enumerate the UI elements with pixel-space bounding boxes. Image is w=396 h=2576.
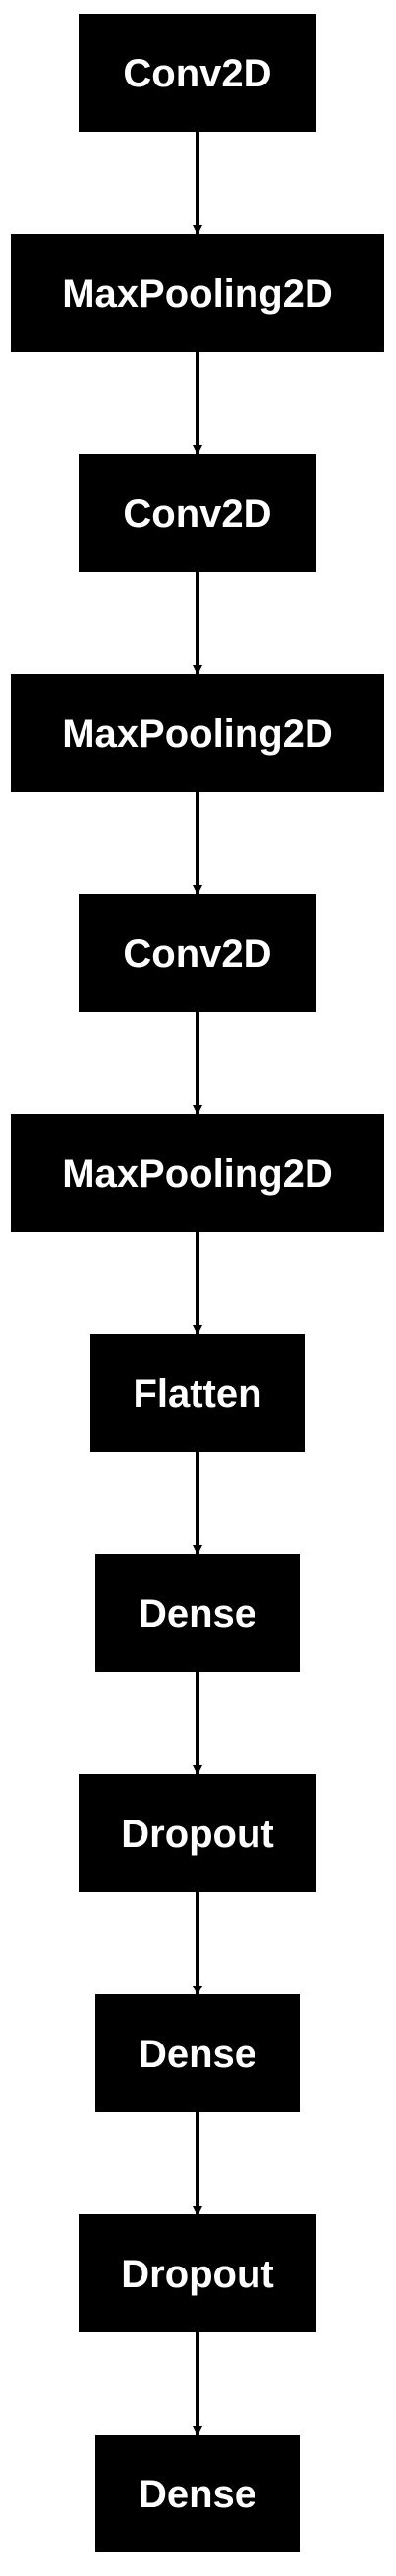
layer-box: [11, 234, 384, 352]
layer-node-conv2d-1: Conv2D: [79, 14, 316, 132]
layer-label: Conv2D: [123, 52, 271, 95]
layer-label: Flatten: [133, 1372, 261, 1416]
layer-box: [95, 2435, 300, 2552]
layer-label: MaxPooling2D: [62, 1152, 333, 1196]
layer-box: [11, 1114, 384, 1232]
layer-box: [79, 14, 316, 132]
layer-box: [11, 674, 384, 792]
layer-label: Conv2D: [123, 492, 271, 535]
nodes-group: Conv2D MaxPooling2D Conv2D MaxPooling2D Conv…: [11, 14, 384, 2552]
layer-box: [79, 454, 316, 572]
layer-node-conv2d-5: Conv2D: [79, 894, 316, 1012]
layer-box: [95, 1994, 300, 2112]
layer-label: MaxPooling2D: [62, 712, 333, 756]
layer-box: [79, 894, 316, 1012]
layer-label: Dense: [139, 2033, 256, 2076]
layer-node-dense-8: Dense: [95, 1554, 300, 1672]
layer-node-dropout-9: Dropout: [79, 1774, 316, 1892]
layer-node-maxpooling2d-2: MaxPooling2D: [11, 234, 384, 352]
layer-label: Conv2D: [123, 932, 271, 976]
layer-label: Dense: [139, 2473, 256, 2516]
layer-node-maxpooling2d-6: MaxPooling2D: [11, 1114, 384, 1232]
layer-label: Dropout: [121, 1813, 274, 1856]
layer-node-flatten-7: Flatten: [90, 1334, 305, 1452]
layer-node-dense-10: Dense: [95, 1994, 300, 2112]
layer-node-dense-12: Dense: [95, 2435, 300, 2552]
layer-box: [90, 1334, 305, 1452]
layer-label: Dense: [139, 1593, 256, 1636]
layer-box: [95, 1554, 300, 1672]
layer-label: Dropout: [121, 2253, 274, 2296]
layer-node-dropout-11: Dropout: [79, 2214, 316, 2332]
layer-label: MaxPooling2D: [62, 272, 333, 315]
layer-box: [79, 1774, 316, 1892]
layer-node-conv2d-3: Conv2D: [79, 454, 316, 572]
layer-box: [79, 2214, 316, 2332]
layer-node-maxpooling2d-4: MaxPooling2D: [11, 674, 384, 792]
